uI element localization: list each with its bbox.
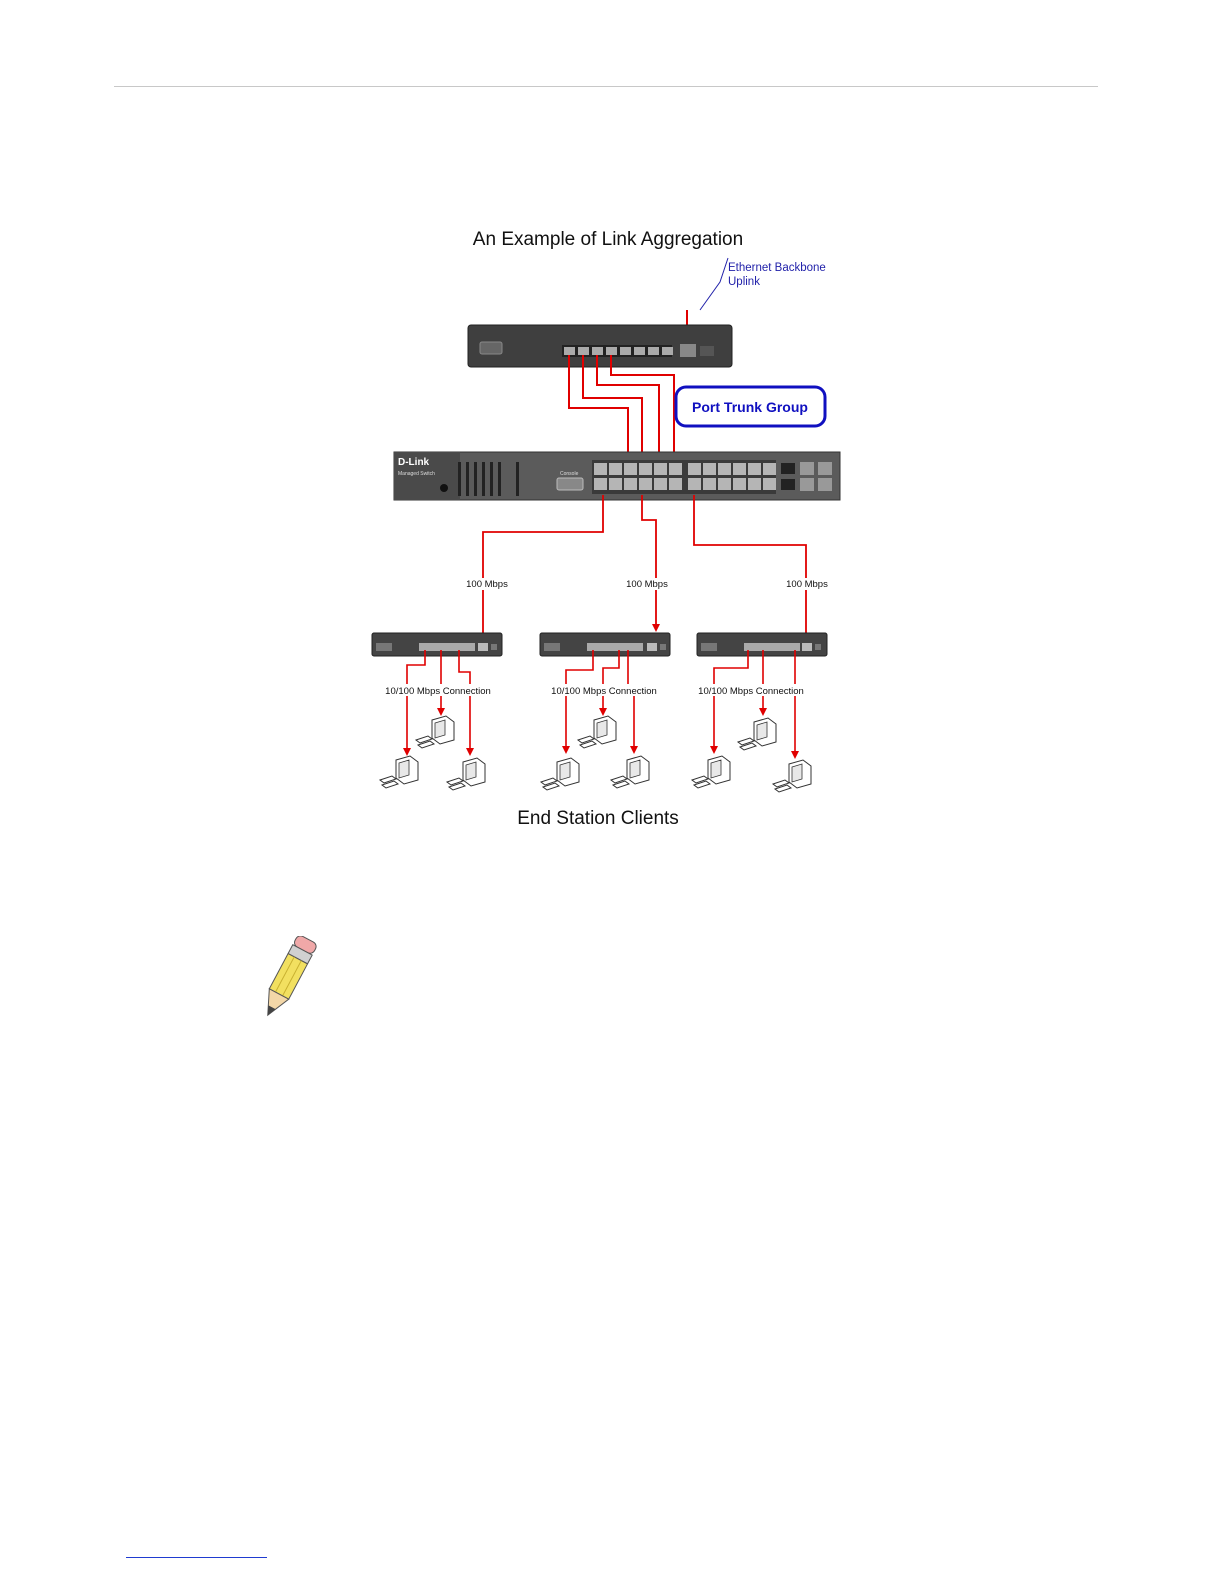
client-computer-icon bbox=[541, 758, 579, 790]
uplink-speed-3: 100 Mbps bbox=[786, 579, 828, 590]
switch-brand: D-Link bbox=[398, 457, 430, 468]
client-computer-icon bbox=[578, 716, 616, 748]
link-aggregation-diagram: An Example of Link Aggregation Ethernet … bbox=[360, 220, 860, 840]
connection-label-3: 10/100 Mbps Connection bbox=[698, 686, 804, 697]
edge-switch-2 bbox=[540, 633, 670, 656]
trunk-group-label: Port Trunk Group bbox=[692, 399, 808, 415]
client-computer-icon bbox=[773, 760, 811, 792]
trunk-links bbox=[569, 355, 674, 464]
edge-switch-1 bbox=[372, 633, 502, 656]
client-computer-icon bbox=[447, 758, 485, 790]
console-label: Console bbox=[560, 471, 579, 477]
client-computer-icon bbox=[611, 756, 649, 788]
uplink-speed-2: 100 Mbps bbox=[626, 579, 668, 590]
uplink-speed-1: 100 Mbps bbox=[466, 579, 508, 590]
pencil-icon bbox=[246, 936, 328, 1022]
edge-switch-3 bbox=[697, 633, 827, 656]
backbone-leader-line bbox=[700, 258, 728, 310]
diagram-caption: End Station Clients bbox=[517, 808, 679, 829]
backbone-label-line1: Ethernet Backbone bbox=[728, 262, 826, 274]
header-rule bbox=[114, 86, 1098, 87]
top-switch bbox=[468, 325, 732, 367]
diagram-title: An Example of Link Aggregation bbox=[473, 229, 743, 250]
main-switch: D-Link Managed Switch Console bbox=[394, 452, 840, 500]
client-computer-icon bbox=[738, 718, 776, 750]
footer-link-rule bbox=[126, 1557, 267, 1558]
client-computer-icon bbox=[692, 756, 730, 788]
uplink-lines bbox=[483, 495, 806, 645]
client-computer-icon bbox=[416, 716, 454, 748]
connection-label-1: 10/100 Mbps Connection bbox=[385, 686, 491, 697]
client-computer-icon bbox=[380, 756, 418, 788]
backbone-label-line2: Uplink bbox=[728, 276, 760, 288]
switch-subtitle: Managed Switch bbox=[398, 471, 435, 477]
connection-label-2: 10/100 Mbps Connection bbox=[551, 686, 657, 697]
